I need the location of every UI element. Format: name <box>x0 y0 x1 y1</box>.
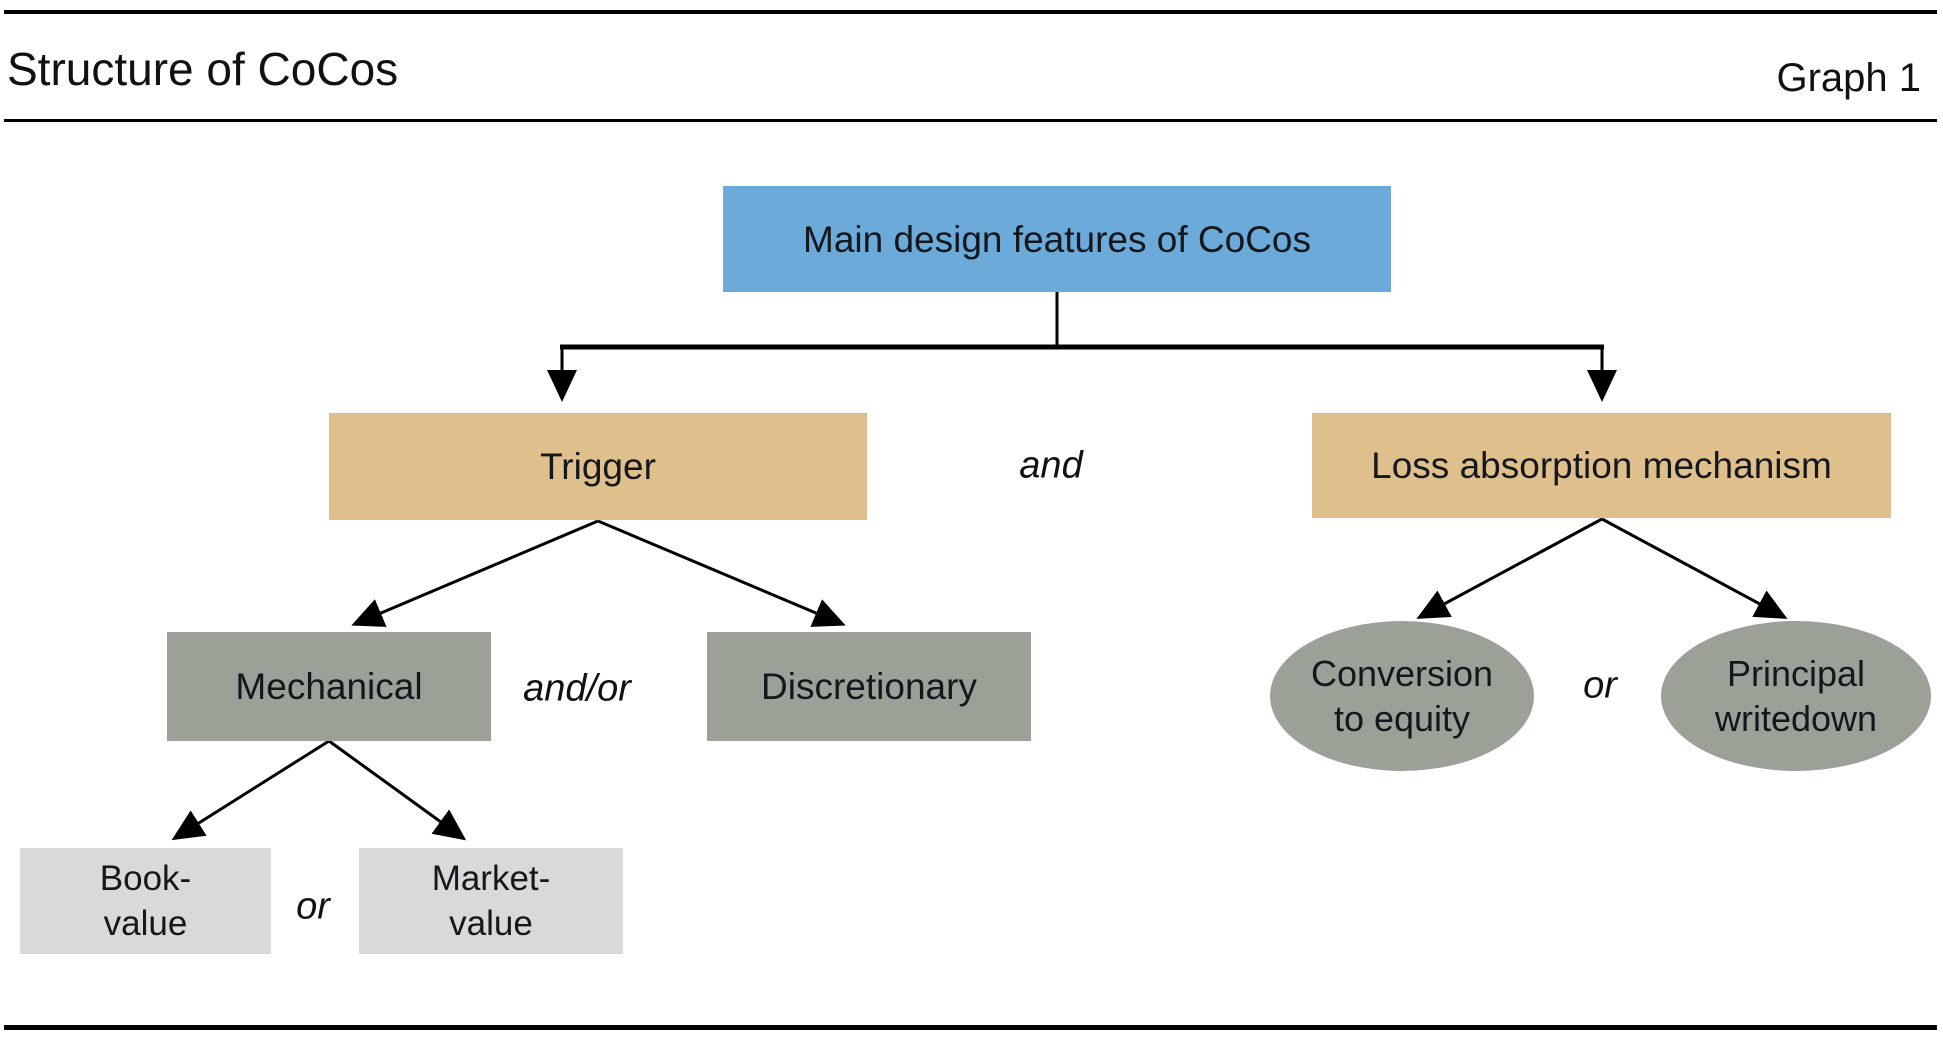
edge-mechanical-to-book <box>171 739 330 841</box>
operator-or-right: or <box>1583 664 1617 707</box>
node-mechanical-label: Mechanical <box>235 666 423 707</box>
node-trigger: Trigger <box>329 413 867 520</box>
edge-trigger-to-mechanical <box>351 519 599 627</box>
node-market-value-line2: value <box>449 904 533 943</box>
node-market-value: Market- value <box>359 848 623 954</box>
node-loss-absorption-label: Loss absorption mechanism <box>1371 445 1832 486</box>
edge-loss-to-principal <box>1601 517 1788 619</box>
edge-loss-to-conversion <box>1416 517 1603 619</box>
node-conversion-to-equity: Conversion to equity <box>1270 621 1534 771</box>
node-book-value-line1: Book- <box>99 859 192 898</box>
node-market-value-line1: Market- <box>431 859 551 898</box>
node-trigger-label: Trigger <box>540 446 656 487</box>
edge-mechanical-to-market <box>328 739 467 841</box>
operator-and-or: and/or <box>523 667 631 710</box>
node-principal-line2: writedown <box>1714 698 1878 739</box>
header-divider-rule <box>4 119 1937 122</box>
node-principal-line1: Principal <box>1726 653 1866 694</box>
operator-or-left: or <box>296 885 330 928</box>
node-discretionary-label: Discretionary <box>761 666 977 707</box>
node-conversion-line1: Conversion <box>1310 653 1494 694</box>
bottom-rule <box>4 1025 1937 1030</box>
node-mechanical: Mechanical <box>167 632 491 741</box>
top-rule <box>4 10 1937 14</box>
node-discretionary: Discretionary <box>707 632 1031 741</box>
node-book-value-line2: value <box>103 904 188 943</box>
page-title: Structure of CoCos <box>7 43 399 95</box>
node-principal-writedown: Principal writedown <box>1661 621 1931 771</box>
node-main-design-features: Main design features of CoCos <box>723 186 1391 292</box>
node-loss-absorption-mechanism: Loss absorption mechanism <box>1312 413 1891 518</box>
edge-trigger-to-discretionary <box>597 519 846 627</box>
graph-number-label: Graph 1 <box>1776 56 1921 100</box>
node-main-design-features-label: Main design features of CoCos <box>803 218 1311 260</box>
node-conversion-line2: to equity <box>1333 698 1471 739</box>
operator-and: and <box>1019 444 1083 487</box>
node-book-value: Book- value <box>20 848 271 954</box>
